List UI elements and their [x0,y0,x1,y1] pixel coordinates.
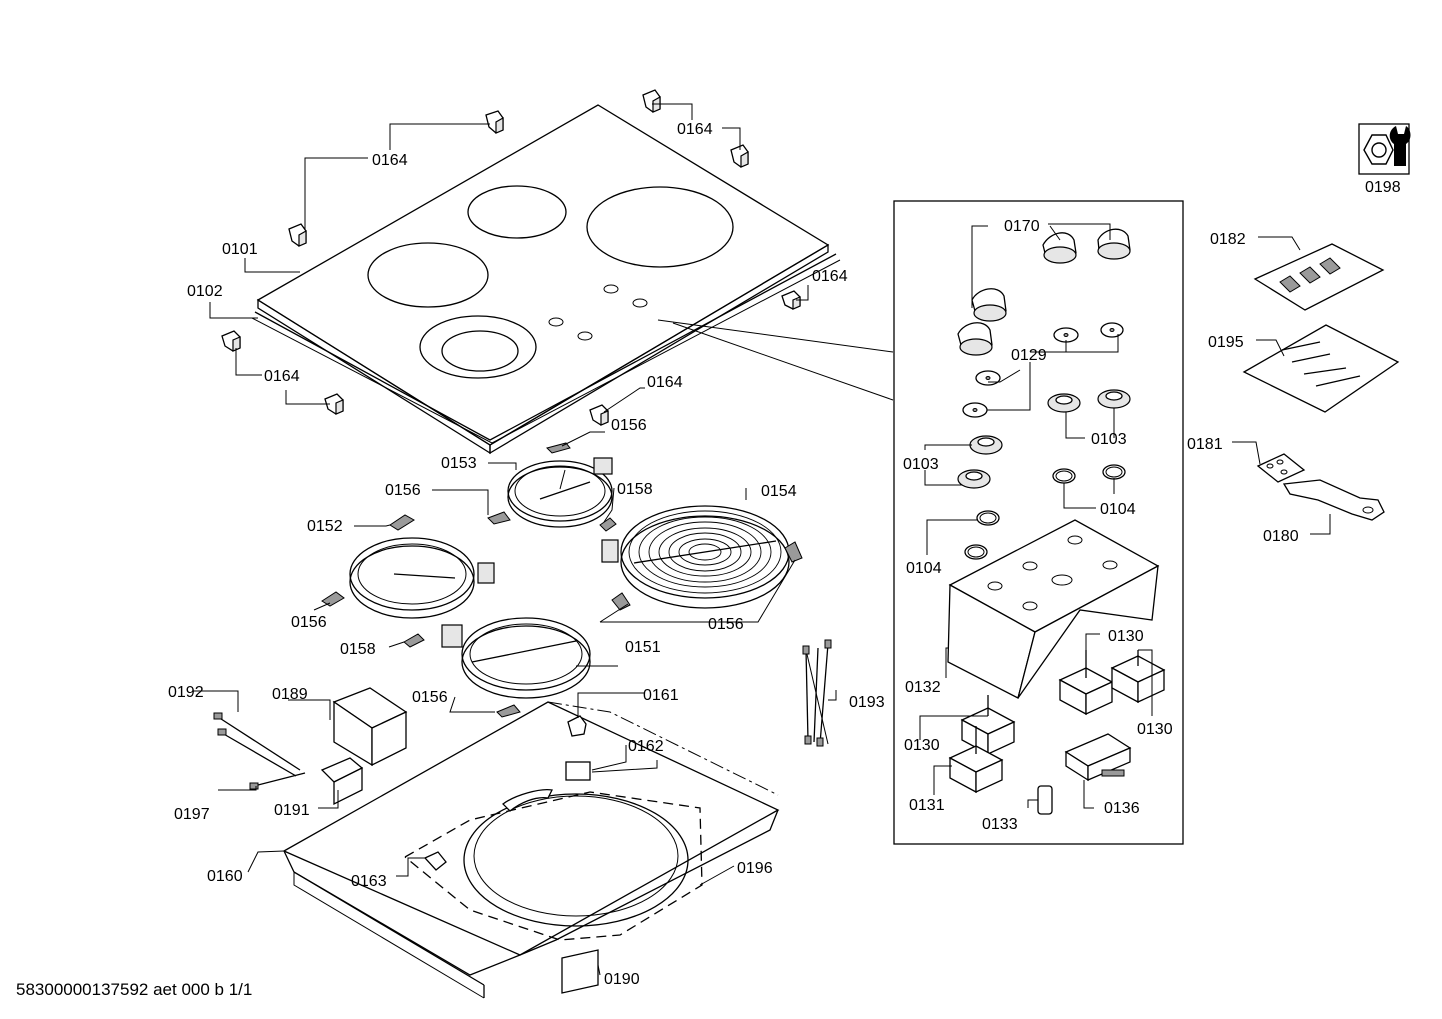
label-0156: 0156 [412,689,448,706]
label-0162: 0162 [628,738,664,755]
control-knobs-0170[interactable] [957,228,1131,356]
label-0151: 0151 [625,639,661,656]
cooking-zone-marking-dual-inner [441,330,519,372]
energy-regulator-0131[interactable] [948,726,1004,794]
label-0161: 0161 [643,687,679,704]
energy-regulators-0130[interactable] [960,650,1166,756]
label-0182: 0182 [1210,231,1246,248]
clip-0164-top[interactable] [485,110,504,134]
cooking-zone-marking-left [367,242,489,308]
label-0130: 0130 [1137,721,1173,738]
label-0190[interactable] [561,949,599,994]
label-0129: 0129 [1011,347,1047,364]
clip-0164-far-right[interactable] [781,290,801,310]
label-0158: 0158 [340,641,376,658]
label-0163: 0163 [351,873,387,890]
base-housing-0160[interactable] [282,701,780,999]
service-icon-0198 [1358,123,1411,175]
cooking-zone-marking-large [586,186,734,268]
label-0103: 0103 [1091,431,1127,448]
screw-bag-0182[interactable] [1253,243,1385,311]
label-0154: 0154 [761,483,797,500]
cable-0197[interactable] [249,772,306,790]
dashed-outline-0196 [404,701,779,941]
label-0181: 0181 [1187,436,1223,453]
bracket-0191[interactable] [320,757,364,806]
nut-wrench-icon [1363,134,1394,165]
glass-ceramic-hob-top[interactable] [251,104,841,455]
label-0102: 0102 [187,283,223,300]
label-0164: 0164 [647,374,683,391]
label-0170: 0170 [1004,218,1040,235]
label-0189: 0189 [272,686,308,703]
clip-0164-lower-left[interactable] [221,330,241,352]
clip-0163[interactable] [423,851,447,871]
leader-lines-heaters [313,431,796,713]
label-0164: 0164 [264,368,300,385]
leader-lines-housing [193,690,837,976]
label-0196: 0196 [737,860,773,877]
label-0156: 0156 [385,482,421,499]
label-0190: 0190 [604,971,640,988]
label-0191: 0191 [274,802,310,819]
radiant-heater-0154[interactable] [601,505,790,609]
label-0158: 0158 [617,481,653,498]
document-code: 58300000137592 aet 000 b 1/1 [16,980,253,999]
label-0130: 0130 [1108,628,1144,645]
cable-0192[interactable] [213,712,301,777]
clip-0164-bottom-right[interactable] [589,404,609,426]
label-0160: 0160 [207,868,243,885]
label-0153: 0153 [441,455,477,472]
label-0164: 0164 [372,152,408,169]
label-0103: 0103 [903,456,939,473]
label-0130: 0130 [904,737,940,754]
label-0164: 0164 [677,121,713,138]
wiring-harness-0193[interactable] [802,639,832,747]
leader-lines-accessories [1232,236,1331,535]
spring-clips-0156[interactable] [321,442,803,718]
label-0192: 0192 [168,684,204,701]
cooking-zone-marking-dual-outer [419,315,537,379]
bracket-0189[interactable] [332,687,408,767]
label-0197: 0197 [174,806,210,823]
label-0198: 0198 [1365,179,1401,196]
sensor-0133[interactable] [1037,785,1053,815]
label-0101: 0101 [222,241,258,258]
label-0164: 0164 [812,268,848,285]
clip-0164-left[interactable] [288,223,307,247]
detail-inset-frame [893,200,1184,845]
label-0195: 0195 [1208,334,1244,351]
screw-bag-0195[interactable] [1242,324,1400,413]
label-0136: 0136 [1104,800,1140,817]
radiant-heater-0151[interactable] [441,617,591,699]
adapter-plate-0181[interactable] [1256,453,1306,483]
rotary-knob-rings-0103[interactable] [957,389,1131,489]
label-0193: 0193 [849,694,885,711]
radiant-heater-0152[interactable] [349,537,495,619]
label-0104: 0104 [1100,501,1136,518]
clip-0164-top-right[interactable] [642,89,661,113]
label-0131: 0131 [909,797,945,814]
label-0180: 0180 [1263,528,1299,545]
label-0132: 0132 [905,679,941,696]
cooking-zone-marking-small [467,185,567,239]
part-labels: 0164 0164 0164 0164 0164 0101 0102 0156 … [168,121,1401,988]
spring-clips-0158[interactable] [403,517,617,648]
label-0104: 0104 [906,560,942,577]
clip-0164-right[interactable] [730,144,749,168]
terminal-block-0136[interactable] [1064,733,1132,782]
tool-0180[interactable] [1282,479,1385,521]
leader-lines-top [209,103,894,413]
label-0133: 0133 [982,816,1018,833]
leader-lines-inset [919,223,1153,809]
clip-0164-bottom[interactable] [324,393,344,415]
label-0152: 0152 [307,518,343,535]
label-0156: 0156 [291,614,327,631]
label-0156: 0156 [708,616,744,633]
radiant-heater-0153[interactable] [507,457,613,528]
control-panel-cover-0132[interactable] [947,519,1160,699]
connector-0162[interactable] [565,761,591,781]
label-0156: 0156 [611,417,647,434]
